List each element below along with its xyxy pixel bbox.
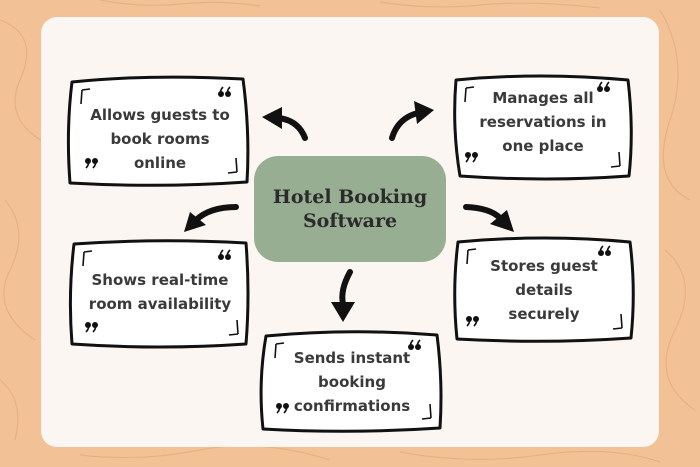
arrow-to-stores-details: [463, 204, 514, 232]
arrow-to-manages-reservations: [389, 101, 434, 141]
node-allows-guests-text: Allows guests to book rooms online: [90, 106, 230, 172]
node-shows-availability-frame: [68, 239, 250, 349]
node-allows-guests-frame: [66, 75, 250, 187]
node-shows-availability-text: Shows real-time room availability: [88, 271, 232, 313]
arrow-to-shows-availability: [184, 204, 239, 232]
node-stores-details-text: Stores guest details securely: [490, 257, 598, 323]
node-sends-confirmations-frame: [259, 330, 443, 433]
node-sends-confirmations-text: Sends instant booking confirmations: [293, 349, 411, 415]
node-manages-reservations-text: Manages all reservations in one place: [479, 89, 607, 155]
node-manages-reservations-frame: [453, 74, 633, 181]
arrow-to-allows-guests: [262, 107, 308, 141]
arrow-to-sends-confirmations: [331, 269, 355, 322]
node-stores-details-frame: [453, 236, 635, 343]
hub-box: Hotel Booking Software: [254, 156, 446, 262]
hub-title: Hotel Booking Software: [272, 186, 428, 232]
